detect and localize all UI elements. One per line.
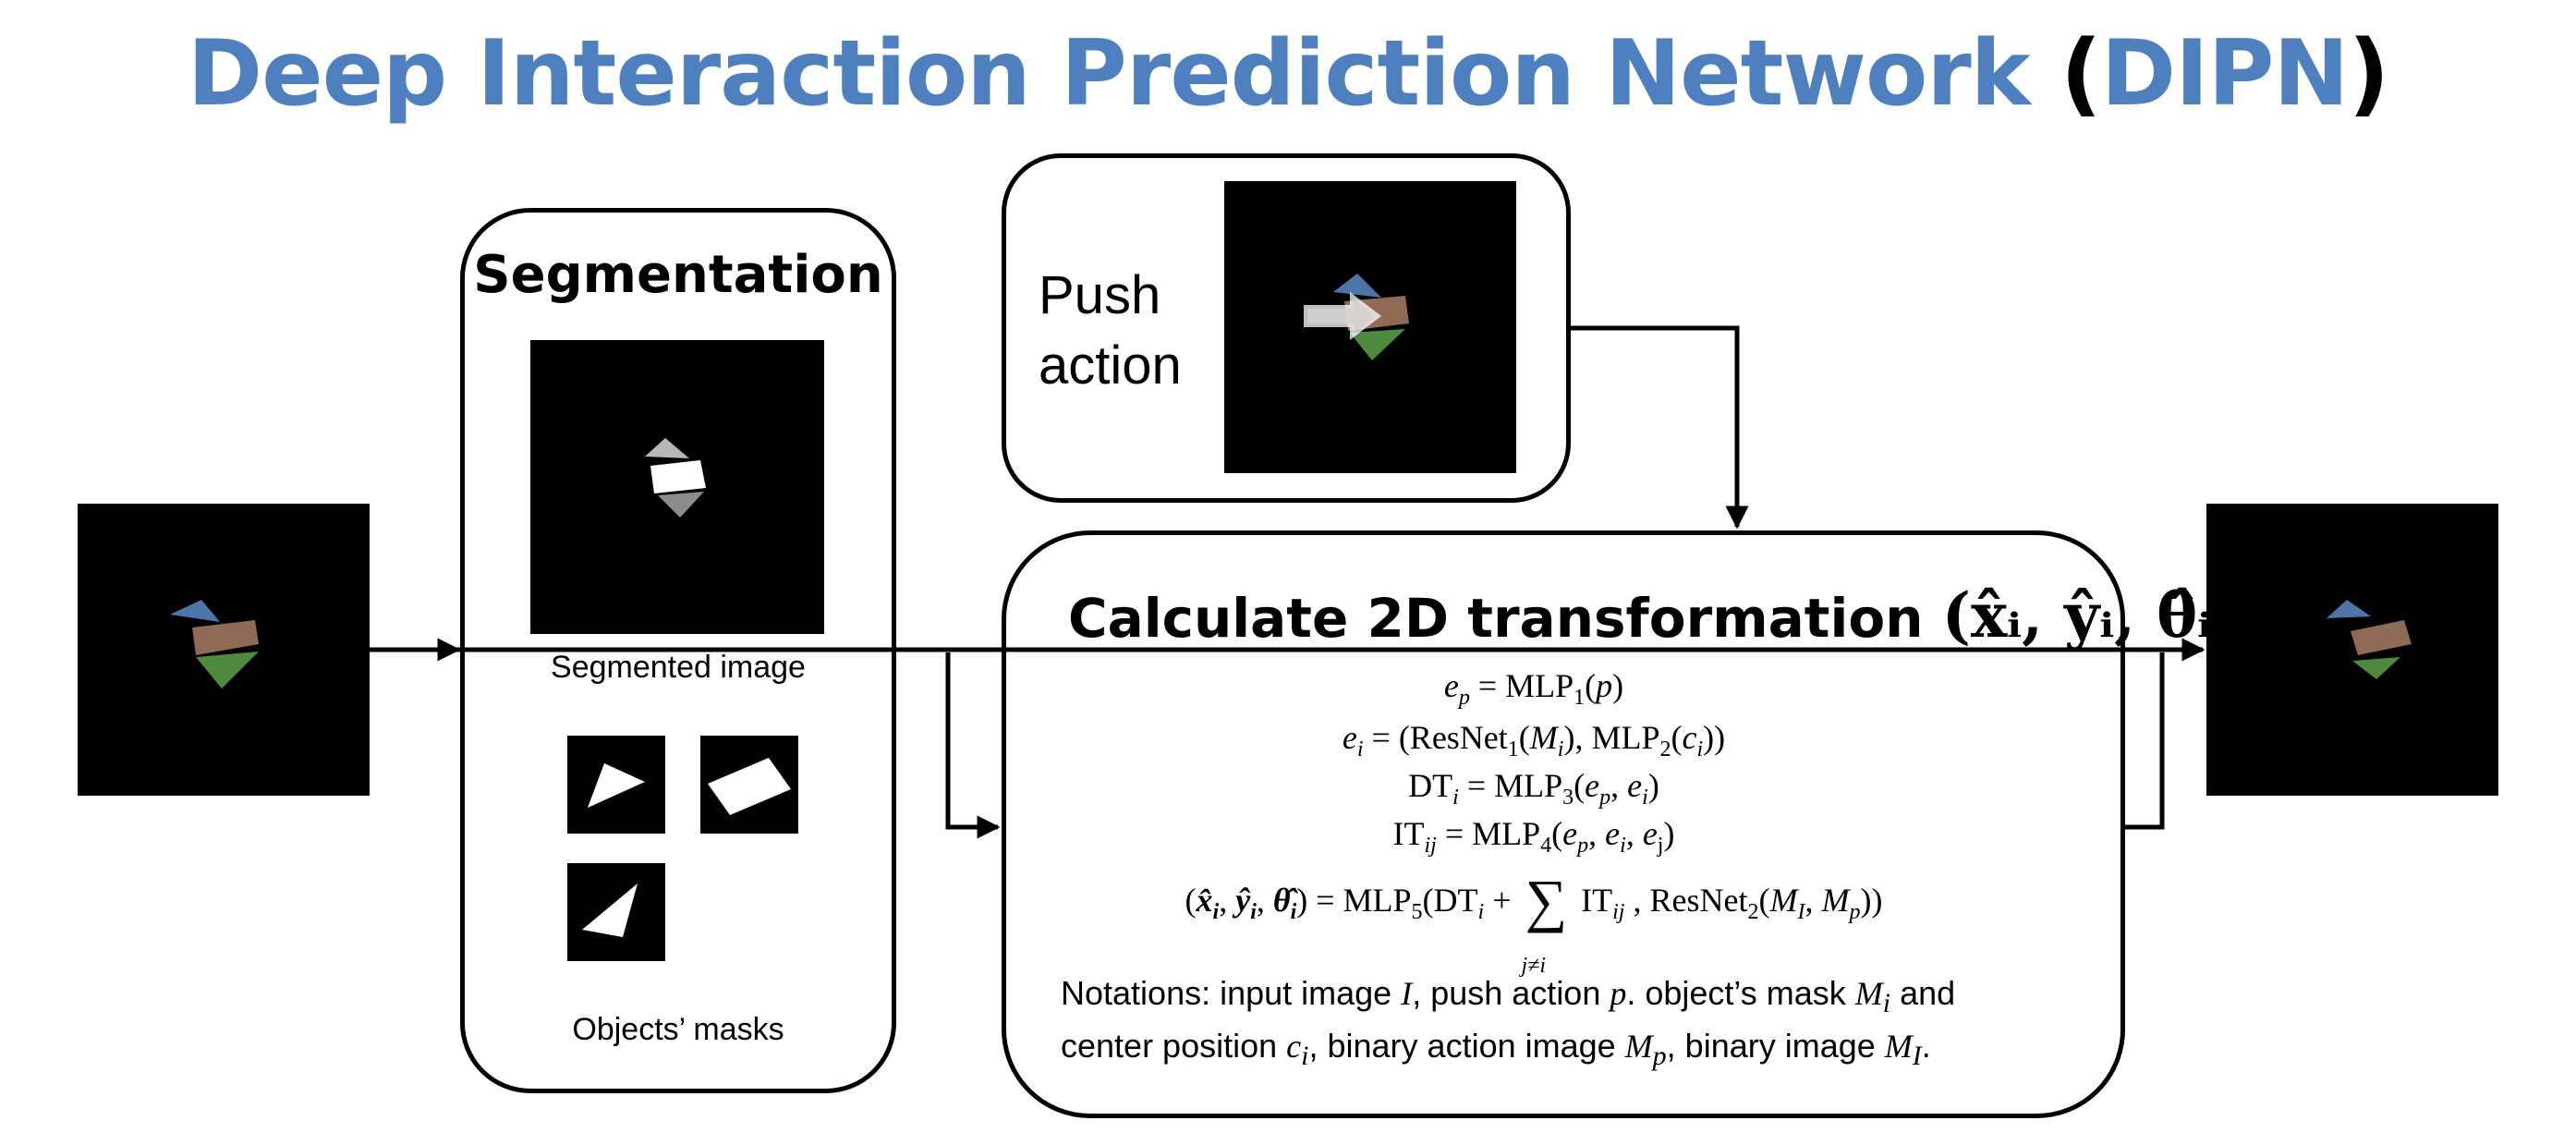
mask-2-shape — [708, 758, 791, 815]
push-action-image — [1224, 181, 1516, 473]
segment-bottom-gray — [658, 492, 704, 518]
green-triangle-object — [196, 652, 259, 688]
calculate-transformation-panel — [1002, 530, 2125, 1118]
input-objects — [170, 600, 259, 688]
push-blue-triangle — [1333, 274, 1381, 298]
equation-4: ITij = MLP4(ep, ei, ej) — [1392, 815, 1675, 859]
equation-3: DTi = MLP3(ep, ei) — [1408, 767, 1659, 810]
segment-top-gray — [645, 438, 689, 458]
equation-1: ep = MLP1(p) — [1443, 667, 1624, 711]
notations-line-2: center position ci, binary action image … — [1061, 1027, 1931, 1072]
title-abbrev: DIPN — [2100, 21, 2350, 127]
calculate-title-text: Calculate 2D transformation — [1068, 587, 1924, 650]
objects-masks-caption: Objects’ masks — [572, 1012, 784, 1047]
summation-symbol: ∑j≠i — [1521, 868, 1568, 979]
segmented-image — [530, 340, 824, 634]
title-open-paren: ( — [2060, 21, 2102, 127]
blue-triangle-object — [170, 600, 220, 622]
mask-1-shape — [588, 763, 645, 808]
equation-2: ei = (ResNet1(Mi), MLP2(ci)) — [1342, 719, 1726, 762]
mask-thumbnail-3 — [567, 863, 665, 961]
push-arrow-icon — [1304, 292, 1381, 340]
output-image — [2206, 504, 2498, 796]
output-brown-rectangle — [2351, 620, 2412, 655]
diagram-title: Deep Interaction Prediction Network (DIP… — [0, 18, 2576, 129]
notations-line-1: Notations: input image I, push action p.… — [1061, 974, 1956, 1019]
mask-thumbnail-1 — [567, 736, 665, 834]
push-label-line1: Push — [1039, 265, 1161, 325]
notations-text: Notations: input image I, push action p.… — [1061, 972, 2114, 1078]
output-blue-triangle — [2327, 600, 2371, 618]
mask-3-shape — [582, 883, 638, 937]
push-to-calculate-arrow — [1571, 325, 1749, 530]
input-image — [78, 504, 370, 796]
equation-5: (x̂i, ŷi, θ̂i) = MLP5(DTi + ∑j≠i ITij , … — [1185, 868, 1883, 979]
calculate-title-symbols: (x̂ᵢ, ŷᵢ, θ̂ᵢ) — [1941, 579, 2242, 652]
title-close-paren: ) — [2348, 21, 2389, 127]
push-green-triangle — [1350, 329, 1405, 360]
calculate-title: Calculate 2D transformation (x̂ᵢ, ŷᵢ, θ̂… — [1068, 585, 2241, 650]
brown-rectangle-object — [192, 620, 259, 655]
push-label-line2: action — [1039, 335, 1182, 396]
output-green-triangle — [2352, 657, 2400, 679]
calculate-to-output-line — [2125, 652, 2165, 830]
title-main: Deep Interaction Prediction Network — [187, 21, 2031, 127]
push-action-label: Push action — [1039, 261, 1182, 401]
mask-thumbnail-2 — [700, 736, 798, 834]
segmented-image-caption: Segmented image — [551, 650, 806, 685]
segmentation-to-calculate-arrow — [945, 652, 1001, 839]
segmentation-title: Segmentation — [473, 245, 883, 305]
segment-middle-white — [650, 460, 706, 493]
